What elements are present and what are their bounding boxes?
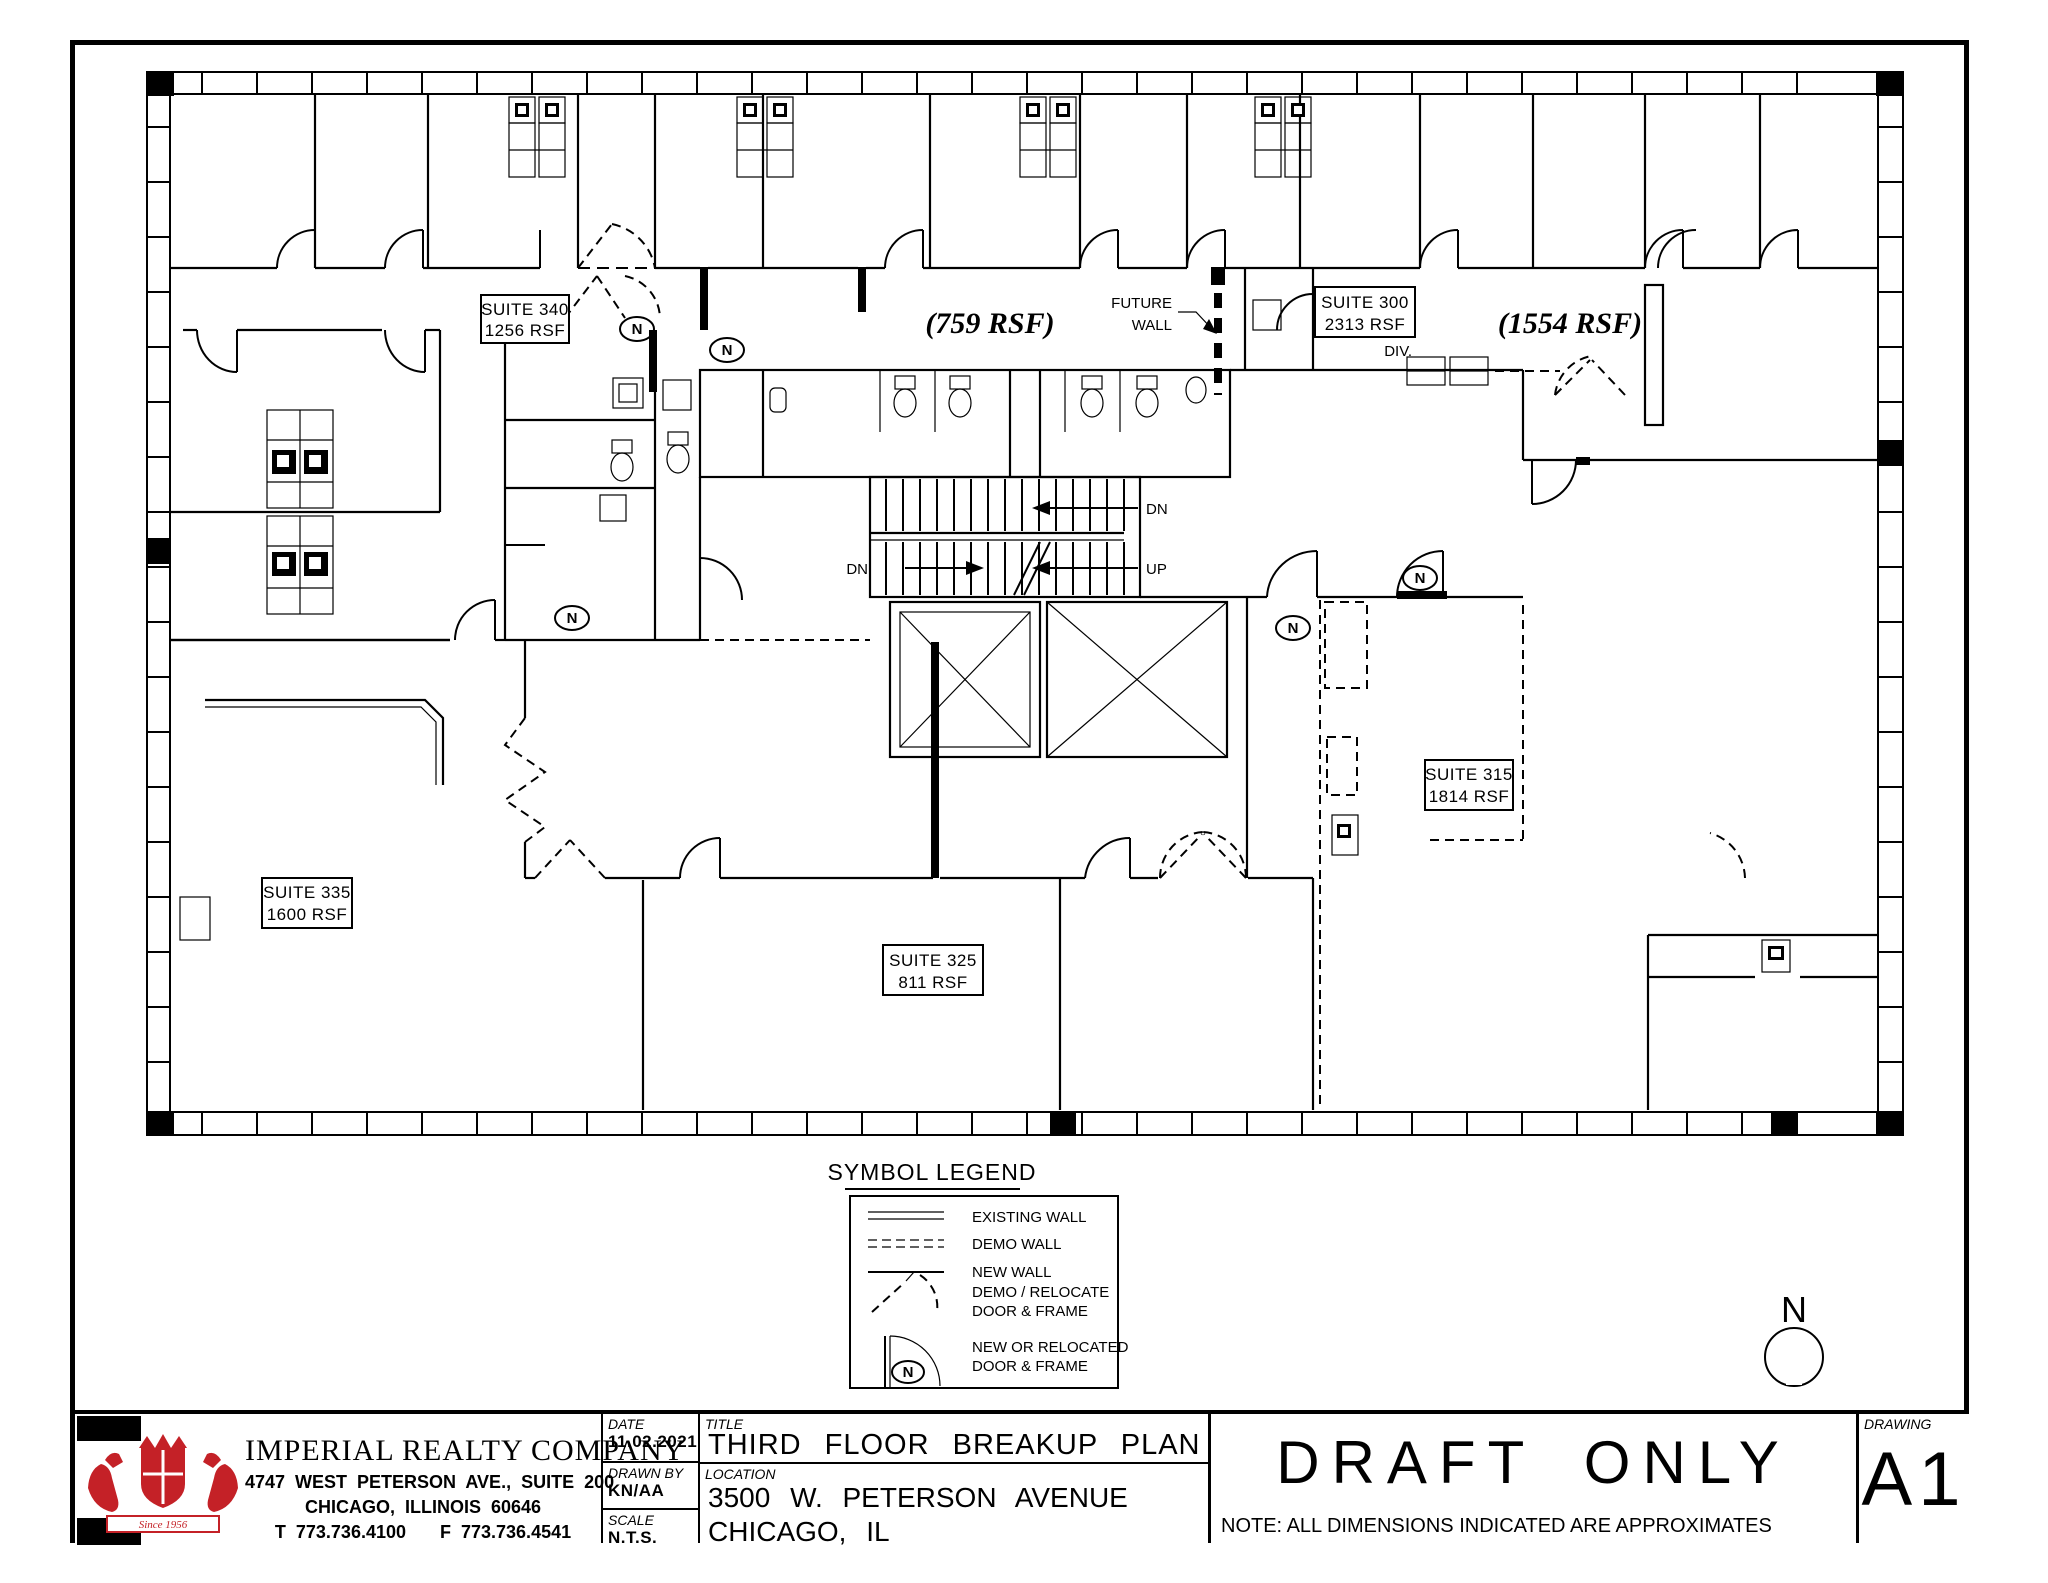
date-label: DATE [608,1416,645,1432]
imperial-realty-logo: Since 1956 [88,1434,238,1533]
suite-315-demo-walls [1319,600,1524,1108]
drawing-title: THIRD FLOOR BREAKUP PLAN [708,1429,1201,1461]
company-info: IMPERIAL REALTY COMPANY 4747 WEST PETERS… [245,1414,686,1543]
new-door-tag: N [619,316,655,342]
exterior-walls [146,71,1904,1136]
draft-panel: DRAFT ONLY NOTE: ALL DIMENSIONS INDICATE… [1208,1414,1856,1543]
open-area-759: (759 RSF) [925,307,1054,340]
new-door-tag: N [1275,615,1311,641]
suite-315-name: SUITE 315 [1425,765,1513,784]
logo-banner: Since 1956 [139,1519,188,1531]
title-label: TITLE [705,1416,744,1432]
south-band [525,642,1746,1110]
suite-340-labelbox [480,294,570,344]
demo-door-x [534,832,1746,879]
wet-columns [508,96,1312,178]
svg-text:N: N [1288,620,1299,637]
date-value: 11.02.2021 [608,1432,698,1451]
svg-text:DOOR & FRAME: DOOR & FRAME [972,1358,1088,1375]
suite-315-labelbox [1424,759,1514,811]
draft-stamp: DRAFT ONLY [1276,1429,1791,1496]
drawing-label: DRAWING [1864,1416,1932,1432]
title-panel: TITLE THIRD FLOOR BREAKUP PLAN LOCATION … [698,1414,1208,1547]
company-phones: T 773.736.4100 F 773.736.4541 [245,1522,601,1543]
drawing-number-panel: DRAWING A1 [1856,1414,1969,1543]
svg-text:DOOR & FRAME: DOOR & FRAME [972,1303,1088,1320]
suite-315-rsf: 1814 RSF [1429,787,1510,806]
svg-text:N: N [1415,570,1426,587]
suite-335-labelbox [261,877,353,929]
suite-340-rsf: 1256 RSF [485,321,566,340]
legend-new-wall: NEW WALL [972,1264,1051,1281]
top-office-row [170,94,1878,270]
date-panel: DATE 11.02.2021 DRAWN BY KN/AA SCALE N.T… [601,1414,698,1547]
legend-existing-wall: EXISTING WALL [972,1209,1086,1226]
symbol-legend: SYMBOL LEGEND EXISTING WALL DEMO WALL NE… [828,1159,1129,1389]
demo-door-x [1554,355,1626,396]
phone-t: T 773.736.4100 [274,1522,406,1542]
drawn-by-value: KN/AA [608,1481,665,1500]
door-tag-label: N [632,321,643,338]
central-core: DN DN UP [170,368,1249,878]
suite-325-name: SUITE 325 [889,951,977,970]
north-arrow-icon [1764,1327,1824,1387]
suite-325-labelbox [882,944,984,996]
svg-text:WALL: WALL [1132,317,1172,334]
suite-335-name: SUITE 335 [263,883,351,902]
legend-new-door: NEW OR RELOCATED [972,1339,1129,1356]
scale-label: SCALE [608,1512,654,1528]
demo-door-top [577,223,656,269]
suite-300-labelbox [1314,286,1416,338]
drawing-number: A1 [1861,1437,1967,1522]
division-label: DIV. [1384,343,1412,360]
legend-demo-door: DEMO / RELOCATE [972,1284,1109,1301]
north-label: N [1781,1289,1807,1330]
left-wing [170,328,547,941]
open-area-1554: (1554 RSF) [1498,307,1642,340]
title-block: Since 1956 IMPERIAL REALTY COMPANY 4747 … [75,1410,1969,1547]
down-label: DN [1146,501,1168,518]
new-door-tag: N [709,337,745,363]
location-line2: CHICAGO, IL [708,1516,890,1547]
new-door-tag: N [1402,565,1438,591]
suite-300-name: SUITE 300 [1321,293,1409,312]
svg-text:N: N [567,610,578,627]
up-label: UP [1146,561,1167,578]
new-door-tag: N [554,605,590,631]
stair-annotations: DN DN UP [846,501,1168,578]
demo-door-x [1158,831,1248,879]
phone-f: F 773.736.4541 [440,1522,572,1542]
suite-340-name: SUITE 340 [481,300,569,319]
location-label: LOCATION [705,1466,776,1482]
future-wall-label: FUTURE [1111,295,1172,312]
scale-value: N.T.S. [608,1528,658,1547]
company-name: IMPERIAL REALTY COMPANY [245,1434,686,1467]
legend-title: SYMBOL LEGEND [828,1159,1037,1185]
demo-door-suite340 [564,275,661,319]
location-line1: 3500 W. PETERSON AVENUE [708,1482,1128,1513]
svg-text:N: N [903,1364,914,1381]
reception-counter [179,698,445,941]
company-panel: Since 1956 IMPERIAL REALTY COMPANY 4747 … [75,1414,686,1545]
suite-340-area: N N N [505,267,866,640]
legend-demo-wall: DEMO WALL [972,1236,1061,1253]
company-address1: 4747 WEST PETERSON AVE., SUITE 200 [245,1472,615,1492]
office-doors [276,229,1799,269]
suite-325-rsf: 811 RSF [898,973,967,992]
suite-300-rsf: 2313 RSF [1325,315,1406,334]
down-label: DN [846,561,868,578]
future-wall [1211,267,1225,395]
suite-335-rsf: 1600 RSF [267,905,348,924]
company-address2: CHICAGO, ILLINOIS 60646 [304,1497,542,1517]
drawn-by-label: DRAWN BY [608,1465,684,1481]
svg-text:N: N [722,342,733,359]
elevator-shafts [888,600,1229,759]
dimensions-note: NOTE: ALL DIMENSIONS INDICATED ARE APPRO… [1221,1515,1772,1537]
north-arrow: N [1764,1289,1824,1387]
workstation-benches [266,409,334,615]
east-side: N N [1140,267,1878,1110]
plan-labels: SUITE 340 1256 RSF SUITE 300 2313 RSF DI… [261,286,1642,996]
